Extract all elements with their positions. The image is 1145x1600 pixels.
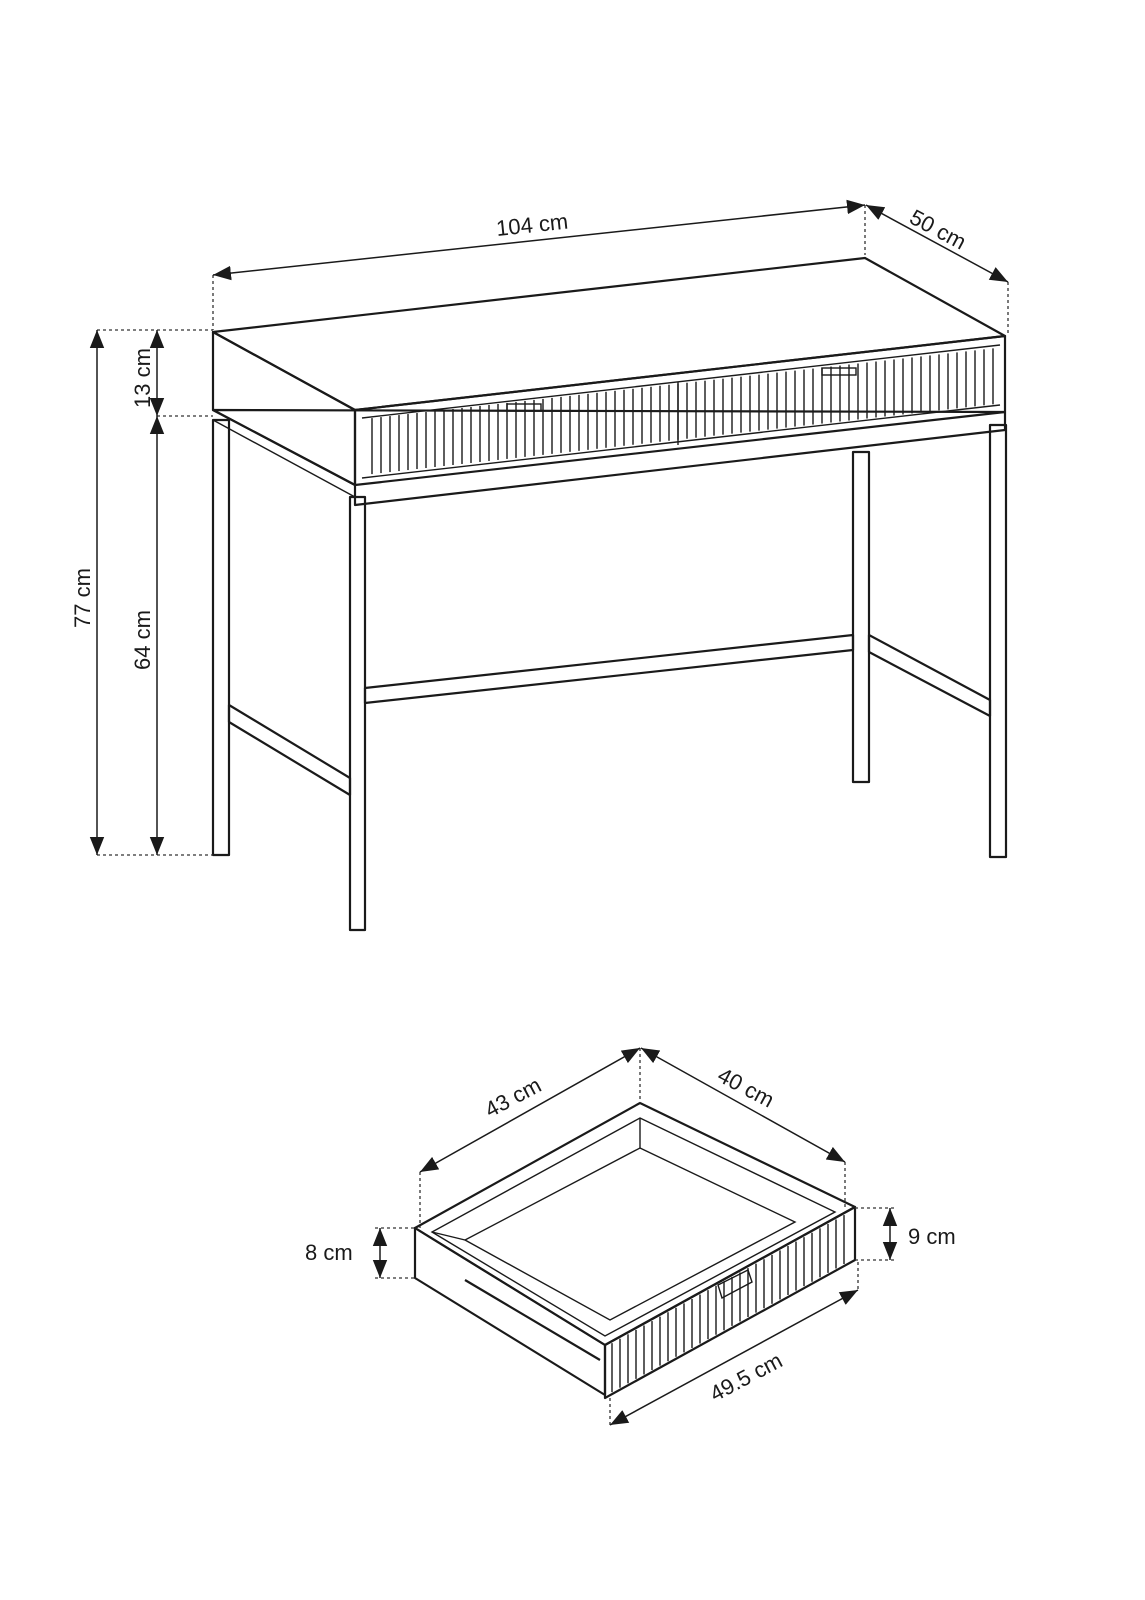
desk-total-height-label: 77 cm: [70, 568, 95, 628]
drawer-dimensions: [372, 1047, 898, 1428]
desk-leg-height-label: 64 cm: [130, 610, 155, 670]
desk-body: [211, 256, 1007, 507]
desk-top-height-label: 13 cm: [130, 348, 155, 408]
drawer-handle-right: [821, 367, 857, 376]
drawer-side-height-label: 8 cm: [305, 1240, 353, 1265]
drawer-inner-width-label: 43 cm: [481, 1072, 546, 1122]
drawer-front-height-label: 9 cm: [908, 1224, 956, 1249]
desk-legs: [211, 418, 1008, 932]
drawer-runner: [464, 1279, 601, 1361]
desk-depth-label: 50 cm: [906, 204, 971, 254]
desk-width-label: 104 cm: [495, 209, 569, 241]
drawer-front-width-label: 49.5 cm: [706, 1348, 787, 1407]
drawer-inner-depth-label: 40 cm: [714, 1062, 779, 1112]
drawer-front-fluting: [611, 1215, 845, 1393]
desk-dimensions: [89, 199, 1009, 856]
drawer-fluting: [371, 348, 994, 475]
drawer-body: [413, 1101, 857, 1400]
